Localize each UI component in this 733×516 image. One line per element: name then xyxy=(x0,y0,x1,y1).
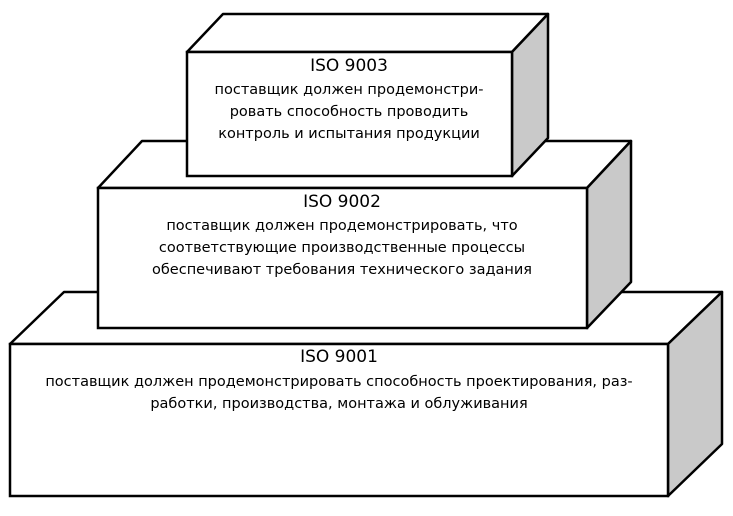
block-iso-9003-desc-line-3: контроль и испытания продукции xyxy=(218,126,480,142)
block-iso-9001-front-face xyxy=(8,342,670,498)
block-iso-9001-title: ISO 9001 xyxy=(300,347,378,367)
block-iso-9003-front-face xyxy=(185,50,514,178)
block-iso-9002-desc-line-3: обеспечивают требования технического зад… xyxy=(152,262,532,278)
block-iso-9001-desc-line-2: работки, производства, монтажа и облужив… xyxy=(150,396,527,412)
block-iso-9001: ISO 9001 поставщик должен продемонстриро… xyxy=(8,290,724,498)
block-iso-9003-desc-line-2: ровать способность проводить xyxy=(230,104,469,120)
block-iso-9003-desc-line-1: поставщик должен продемонстри- xyxy=(215,82,484,98)
block-iso-9002-desc-line-1: поставщик должен продемонстрировать, что xyxy=(166,218,517,234)
block-iso-9002-title: ISO 9002 xyxy=(303,192,381,212)
block-iso-9001-desc-line-1: поставщик должен продемонстрировать спос… xyxy=(45,374,632,390)
block-iso-9002-front-face xyxy=(96,186,589,330)
block-iso-9003-title: ISO 9003 xyxy=(310,56,388,76)
block-iso-9002-desc-line-2: соответствующие производственные процесс… xyxy=(159,240,525,256)
block-iso-9003: ISO 9003 поставщик должен продемонстри- … xyxy=(185,12,550,178)
block-iso-9003-top-face xyxy=(185,12,550,54)
